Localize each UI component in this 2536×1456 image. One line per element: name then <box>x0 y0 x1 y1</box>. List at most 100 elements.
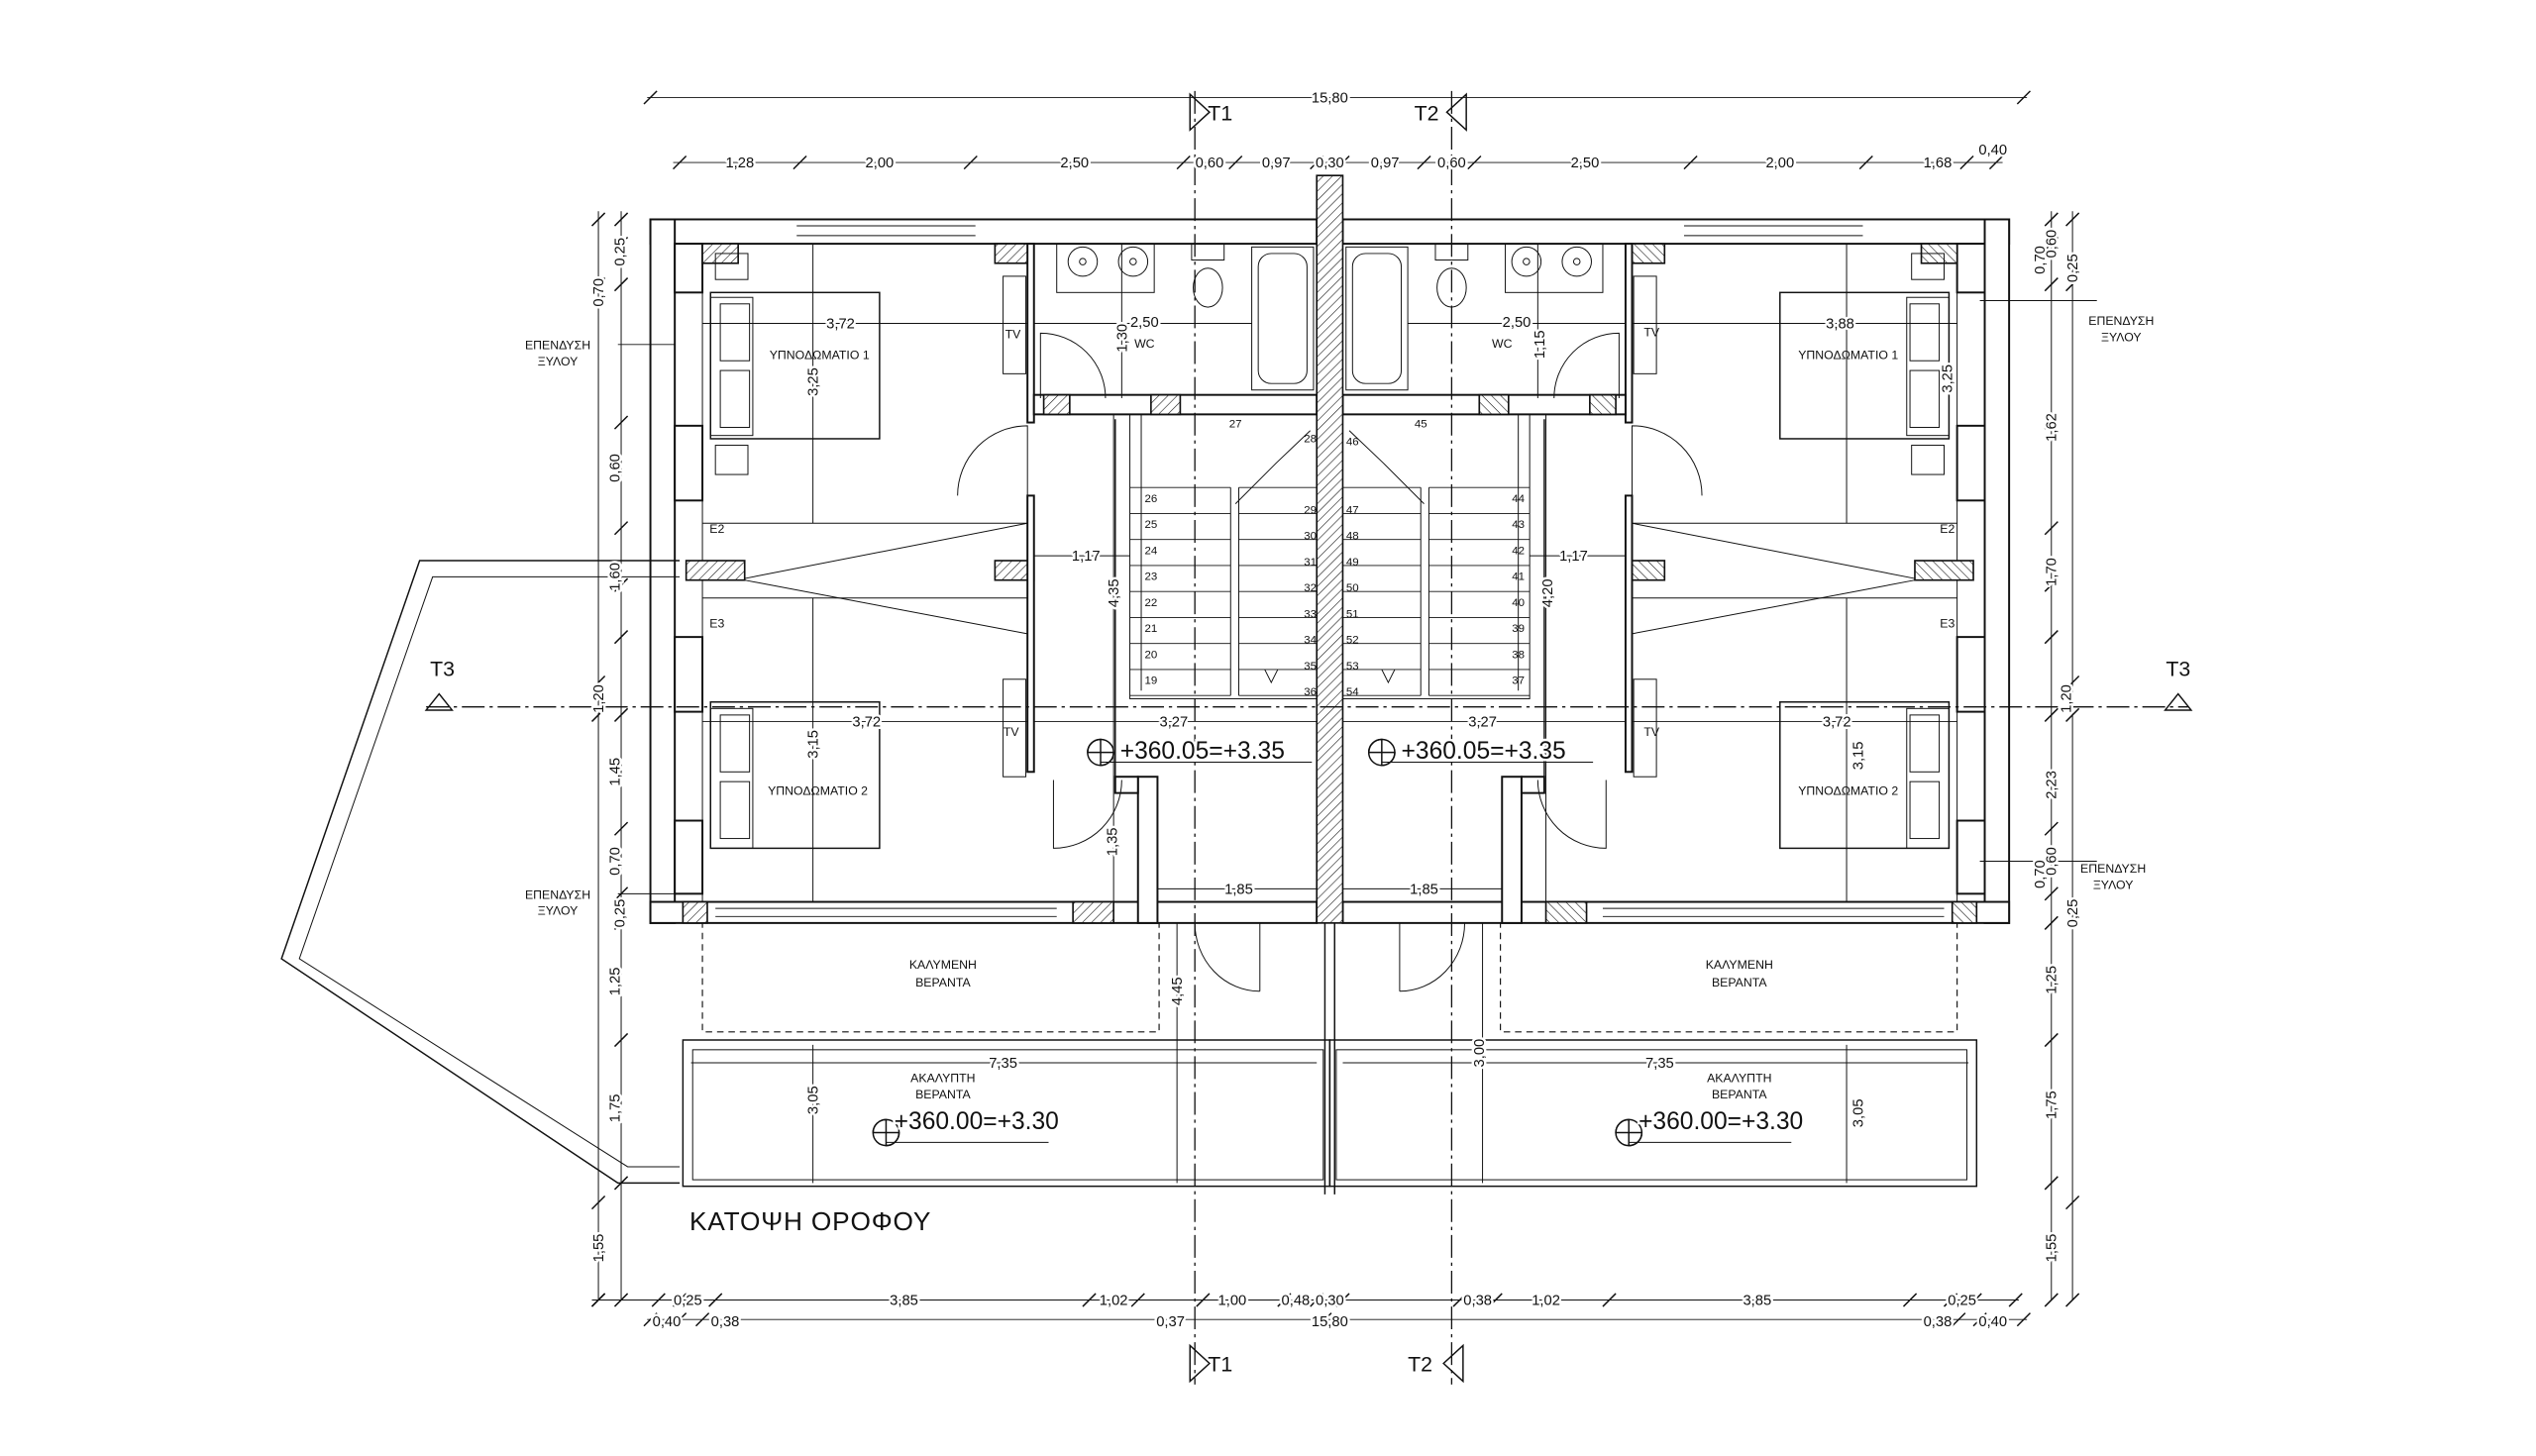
overall-dimension-line-tick <box>2016 90 2031 105</box>
bed-headboard <box>1906 296 1950 437</box>
column <box>1478 393 1510 416</box>
bottom-dimension-line-tick <box>1130 1293 1145 1307</box>
stair-wall <box>1501 776 1523 924</box>
dims-top-10-label: 1,68 <box>1924 156 1953 171</box>
bathtub <box>1345 246 1409 391</box>
left-dimension-line-tick <box>613 915 629 930</box>
dims-right-1-label: 0,70 <box>2033 246 2049 274</box>
stairs-c-7-label: 36 <box>1304 686 1317 698</box>
door-swing <box>1194 922 1261 992</box>
right-dimension-line-outer-tick <box>2065 1293 2080 1307</box>
site-boundary <box>280 560 681 1185</box>
section-marker-t1 <box>1189 92 1212 132</box>
left-dimension-line-outer-tick <box>590 675 606 690</box>
dims-top-9-label: 2,00 <box>1765 156 1794 171</box>
stair-arrow <box>1381 669 1396 684</box>
open-veranda-inner <box>691 1049 1324 1181</box>
sink-drain <box>1572 258 1581 265</box>
stairs-d-7-label: 53 <box>1346 661 1359 673</box>
right-dimension-line-tick <box>2044 886 2059 901</box>
dims-bottom-8-label: 3,85 <box>1743 1293 1771 1308</box>
rooms-bedroom-1-label: ΥΠΝΟΔΩΜΑΤΙΟ 1 <box>1798 349 1898 363</box>
left-dimension-line-outer-tick <box>590 1293 606 1307</box>
rooms-bedroom-1-label: ΥΠΝΟΔΩΜΑΤΙΟ 1 <box>770 349 870 363</box>
rooms-tv-label: TV <box>1643 326 1660 340</box>
bed-headboard <box>1906 707 1950 849</box>
partition-wall <box>1624 494 1634 774</box>
plan-geometry <box>280 90 2193 1385</box>
left-dimension-line-tick <box>613 577 629 592</box>
rooms-cladding-1-label: ΞΥΛΟΥ <box>2101 331 2142 345</box>
stairs-f-3-label: 41 <box>1512 572 1525 583</box>
title-label: ΚΑΤΟΨΗ ΟΡΟΦΟΥ <box>689 1206 931 1236</box>
stairs-d-2-label: 48 <box>1346 531 1359 543</box>
rooms-e3-label: E3 <box>709 616 724 630</box>
dims-top-3-label: 0,60 <box>1196 156 1224 171</box>
partition-wall <box>1624 243 1634 424</box>
dims-right-8-label: 0,60 <box>2045 847 2060 876</box>
left-unit <box>649 218 1331 1188</box>
toilet-bowl <box>1193 267 1223 308</box>
dims-interior-4-label: 3,25 <box>806 367 822 396</box>
dims-right-4-label: 1,70 <box>2045 558 2060 586</box>
pillow <box>1909 714 1941 773</box>
left-dimension-line-tick <box>613 1293 629 1307</box>
bottom-dimension-line-tick <box>1082 1293 1097 1307</box>
rooms-open-veranda-0-label: ΑΚΑΛΥΠΤΗ <box>1707 1072 1771 1086</box>
sink-drain <box>1523 258 1531 265</box>
door-swing <box>1632 425 1703 496</box>
dims-left-4-label: 1,20 <box>591 684 607 713</box>
toilet-tank <box>1191 243 1225 260</box>
section-marker-t3 <box>2164 692 2193 711</box>
stairs-d-1-label: 47 <box>1346 504 1359 516</box>
top-dimension-line-tick <box>673 155 687 170</box>
stair-wall <box>1113 776 1139 794</box>
wall-pier-1 <box>674 424 704 502</box>
stairs-a-7-label: 19 <box>1144 676 1157 687</box>
section-marker-t2 <box>1442 1343 1464 1384</box>
stairs-c-5-label: 34 <box>1304 635 1317 647</box>
pillow <box>719 303 751 362</box>
dims-top-1-label: 2,00 <box>866 156 895 171</box>
bottom-dimension-line-tick <box>651 1293 666 1307</box>
stair-landing-line <box>1234 430 1311 504</box>
wall-pier-0 <box>674 243 704 294</box>
dims-interior-1-label: 2,50 <box>1130 315 1159 331</box>
dims-bottom-6-label: 0,38 <box>1463 1293 1492 1308</box>
pillow <box>1909 303 1941 362</box>
dims-interior-12-label: 3,72 <box>852 714 881 730</box>
tv-unit <box>1633 678 1657 778</box>
pillow <box>719 369 751 428</box>
dims-interior-22-label: 3,00 <box>1472 1039 1488 1068</box>
door-swing <box>1553 332 1620 398</box>
right-dimension-line-outer-tick <box>2065 277 2080 292</box>
bottom-dimension-line-tick <box>1277 1293 1292 1307</box>
dims-interior-16-label: 3,15 <box>806 730 822 759</box>
right-dimension-line-tick <box>2044 630 2059 645</box>
right-dimension-line-outer-tick <box>2065 212 2080 227</box>
front-wall <box>1341 900 2011 924</box>
side-wall <box>649 218 677 924</box>
open-veranda-outline <box>1328 1039 1978 1188</box>
section-marker-t1 <box>1189 1343 1212 1384</box>
dims-right-11-label: 1,75 <box>2045 1091 2060 1119</box>
level-marker-icon <box>1087 738 1102 754</box>
dims-bottom2-1-label: 0,38 <box>711 1314 740 1330</box>
dims-top-5-label: 0,30 <box>1316 156 1344 171</box>
rooms-covered-veranda-1-label: ΒΕΡΑΝΤΑ <box>1712 976 1767 989</box>
rooms-cladding-0-label: ΕΠΕΝΔΥΣΗ <box>2088 314 2154 328</box>
dims-left-2-label: 0,60 <box>607 454 623 482</box>
dims-right-3-label: 1,62 <box>2045 413 2060 442</box>
bed <box>1779 701 1951 850</box>
covered-veranda-outline <box>701 922 1160 1033</box>
site-boundary-inner <box>298 575 681 1168</box>
stairs-c-0-label: 29 <box>1304 504 1317 516</box>
rooms-bedroom-2-label: ΥΠΝΟΔΩΜΑΤΙΟ 2 <box>768 783 868 797</box>
dims-interior-10-label: 4,35 <box>1107 578 1122 607</box>
dims-left-3-label: 1,60 <box>607 563 623 591</box>
right-dimension-line-tick <box>2044 521 2059 536</box>
left-dimension-line-outer-tick <box>590 212 606 227</box>
rooms-tv-label: TV <box>1643 725 1660 739</box>
dims-interior-18-label: 1,35 <box>1105 827 1120 856</box>
